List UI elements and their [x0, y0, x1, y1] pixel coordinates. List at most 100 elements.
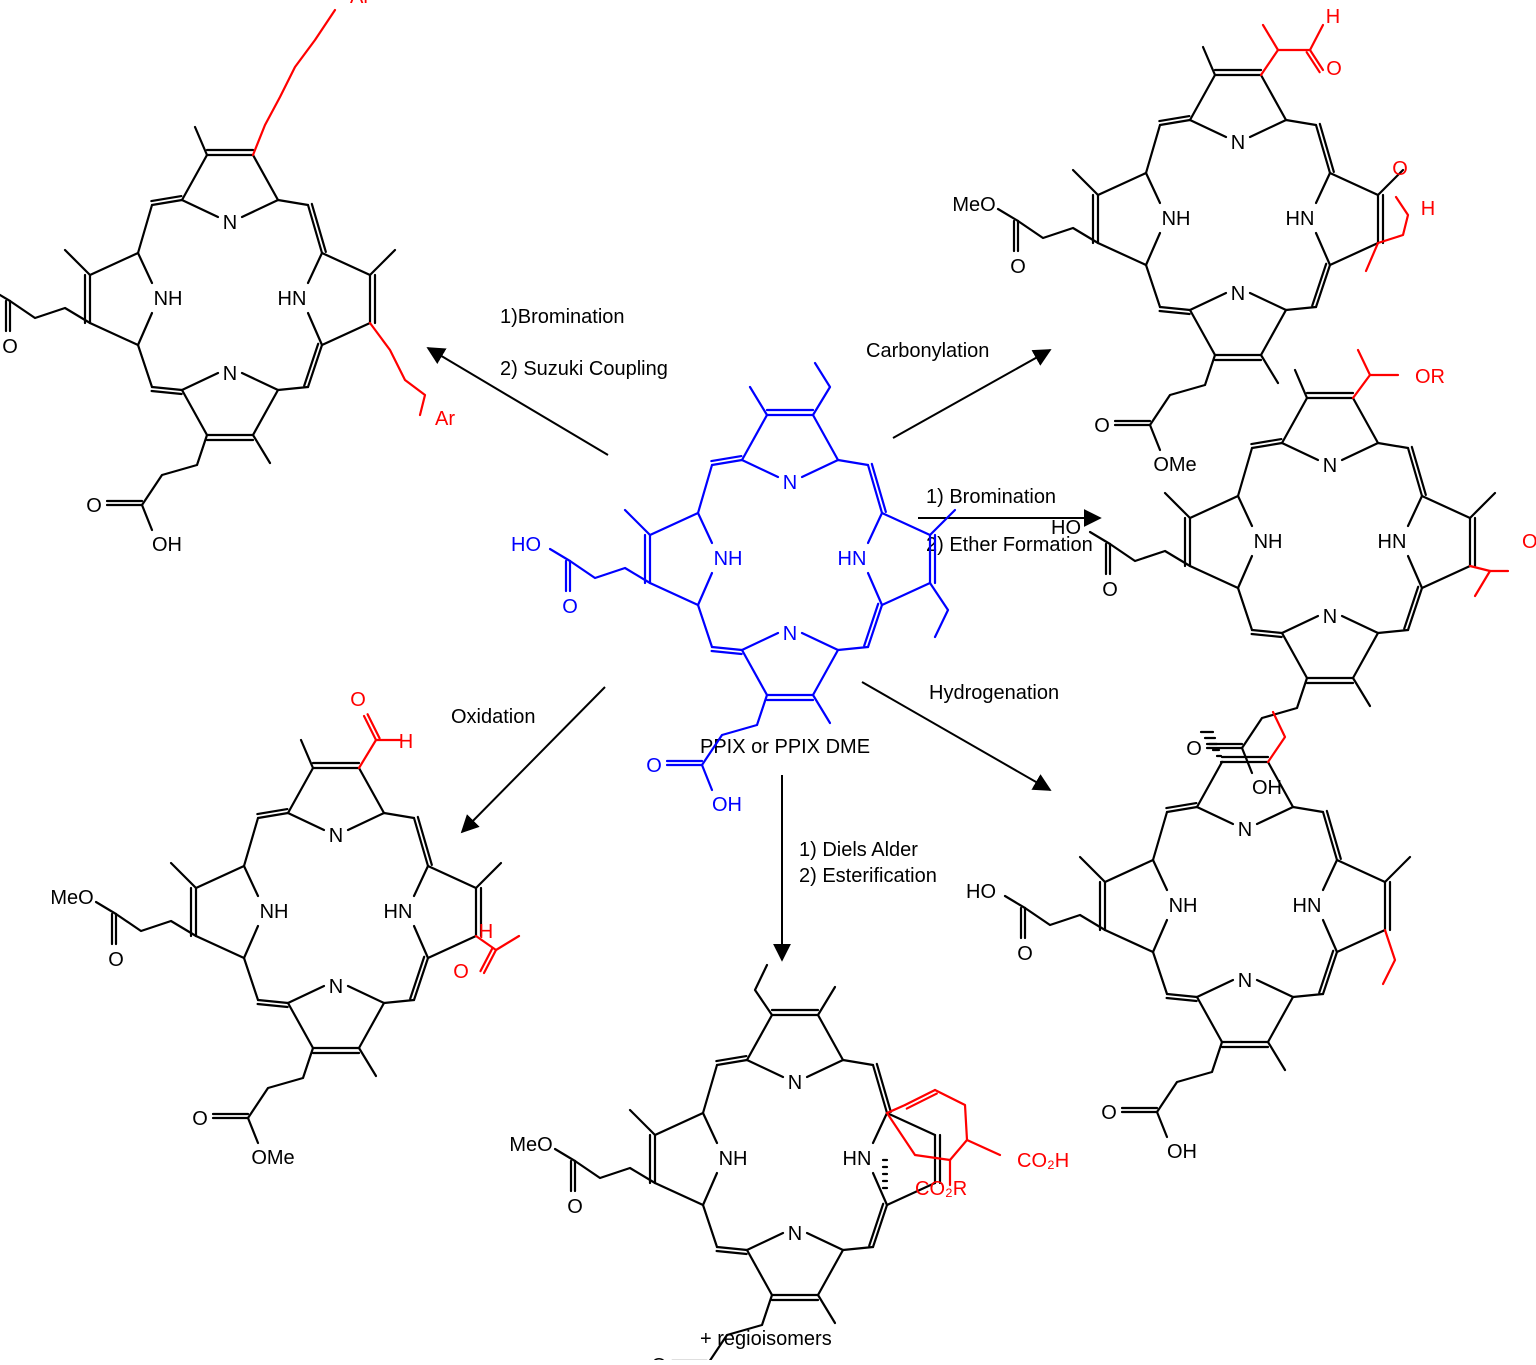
reaction-conditions: 1)Bromination 2) Suzuki Coupling Carbony… [451, 306, 1093, 1350]
bond [246, 1046, 315, 1120]
bond [748, 385, 769, 417]
bond [1195, 978, 1235, 999]
bond [1266, 1040, 1287, 1072]
bond [1376, 195, 1410, 245]
bond [1314, 263, 1332, 309]
bond [996, 207, 1020, 223]
bond [1351, 631, 1380, 680]
bond [474, 861, 503, 890]
bond [628, 1108, 657, 1137]
bond [1165, 801, 1198, 810]
bond [1250, 437, 1283, 446]
bond [362, 714, 378, 742]
atom-label-n: N [223, 212, 237, 234]
bond [1188, 118, 1228, 139]
atom-label-o: O [1326, 58, 1342, 80]
bond [701, 1203, 719, 1249]
bond [816, 1013, 845, 1062]
bond [1165, 996, 1198, 1003]
bond [1351, 396, 1380, 445]
bond [193, 125, 209, 157]
bond [696, 463, 714, 515]
bond [251, 153, 280, 202]
bond [368, 248, 397, 277]
bond [701, 1063, 719, 1115]
bond [1158, 309, 1191, 316]
bond [1276, 23, 1325, 52]
bond [242, 924, 260, 960]
bond [242, 816, 260, 868]
bond [1096, 241, 1148, 267]
bond [965, 1138, 1002, 1157]
bond [871, 1171, 889, 1207]
atom-label-n: N [1231, 283, 1245, 305]
bond [1318, 122, 1335, 173]
bond [701, 1171, 719, 1207]
bond [1406, 446, 1424, 498]
atom-label-nh: NH [260, 901, 289, 923]
bond [866, 511, 884, 545]
bond [1158, 114, 1191, 123]
bond [286, 766, 315, 815]
bond [256, 811, 290, 820]
ether-step-2: 2) Ether Formation [926, 534, 1093, 556]
bond [1410, 445, 1427, 496]
bond [928, 581, 950, 639]
bond [1236, 446, 1254, 498]
bond [800, 631, 840, 652]
bond [1291, 992, 1325, 999]
bond [696, 603, 714, 649]
bond [412, 924, 430, 960]
bond [866, 603, 884, 649]
bond [1259, 353, 1280, 385]
bond [0, 293, 12, 303]
bond [863, 602, 880, 647]
bond [276, 198, 310, 207]
atom-label-meo: MeO [50, 887, 93, 909]
bond [150, 385, 184, 392]
bond [1151, 918, 1169, 954]
bond [715, 1245, 749, 1252]
bond [816, 1248, 845, 1297]
bond [1314, 231, 1332, 267]
bond [194, 864, 246, 890]
atom-label-nh: NH [719, 1148, 748, 1170]
bond [242, 864, 260, 898]
bond [346, 984, 386, 1005]
bond [715, 1054, 748, 1063]
bond [805, 1231, 845, 1252]
bond [1188, 494, 1240, 520]
bond [868, 1202, 885, 1247]
bond [416, 815, 433, 866]
atom-label-nh: NH [714, 548, 743, 570]
bond [1248, 291, 1288, 312]
bond [1250, 628, 1284, 635]
bond [136, 343, 154, 389]
bond [553, 1147, 577, 1163]
carbonylation-label: Carbonylation [866, 340, 989, 362]
bond [382, 811, 416, 820]
bond [710, 649, 743, 656]
product-ether: NNNHHNOROROHOOOH [1051, 348, 1536, 799]
suzuki-step-2: 2) Suzuki Coupling [500, 358, 668, 380]
bond [740, 648, 769, 697]
bond [710, 458, 744, 467]
bond [871, 1111, 889, 1145]
atom-label-hn: HN [1286, 208, 1315, 230]
bond [623, 508, 652, 537]
bond [1158, 305, 1192, 312]
bond [1144, 263, 1162, 309]
bond [1236, 586, 1254, 632]
atom-label-o: O [1101, 1102, 1117, 1124]
atom-label-o: O [192, 1108, 208, 1130]
bond [1468, 491, 1497, 520]
bond [1148, 423, 1162, 452]
bond [800, 458, 840, 479]
bond [1280, 396, 1309, 445]
bond [251, 388, 280, 437]
atom-label-n: N [1323, 455, 1337, 477]
bond [1188, 291, 1228, 312]
bond [705, 1293, 774, 1365]
